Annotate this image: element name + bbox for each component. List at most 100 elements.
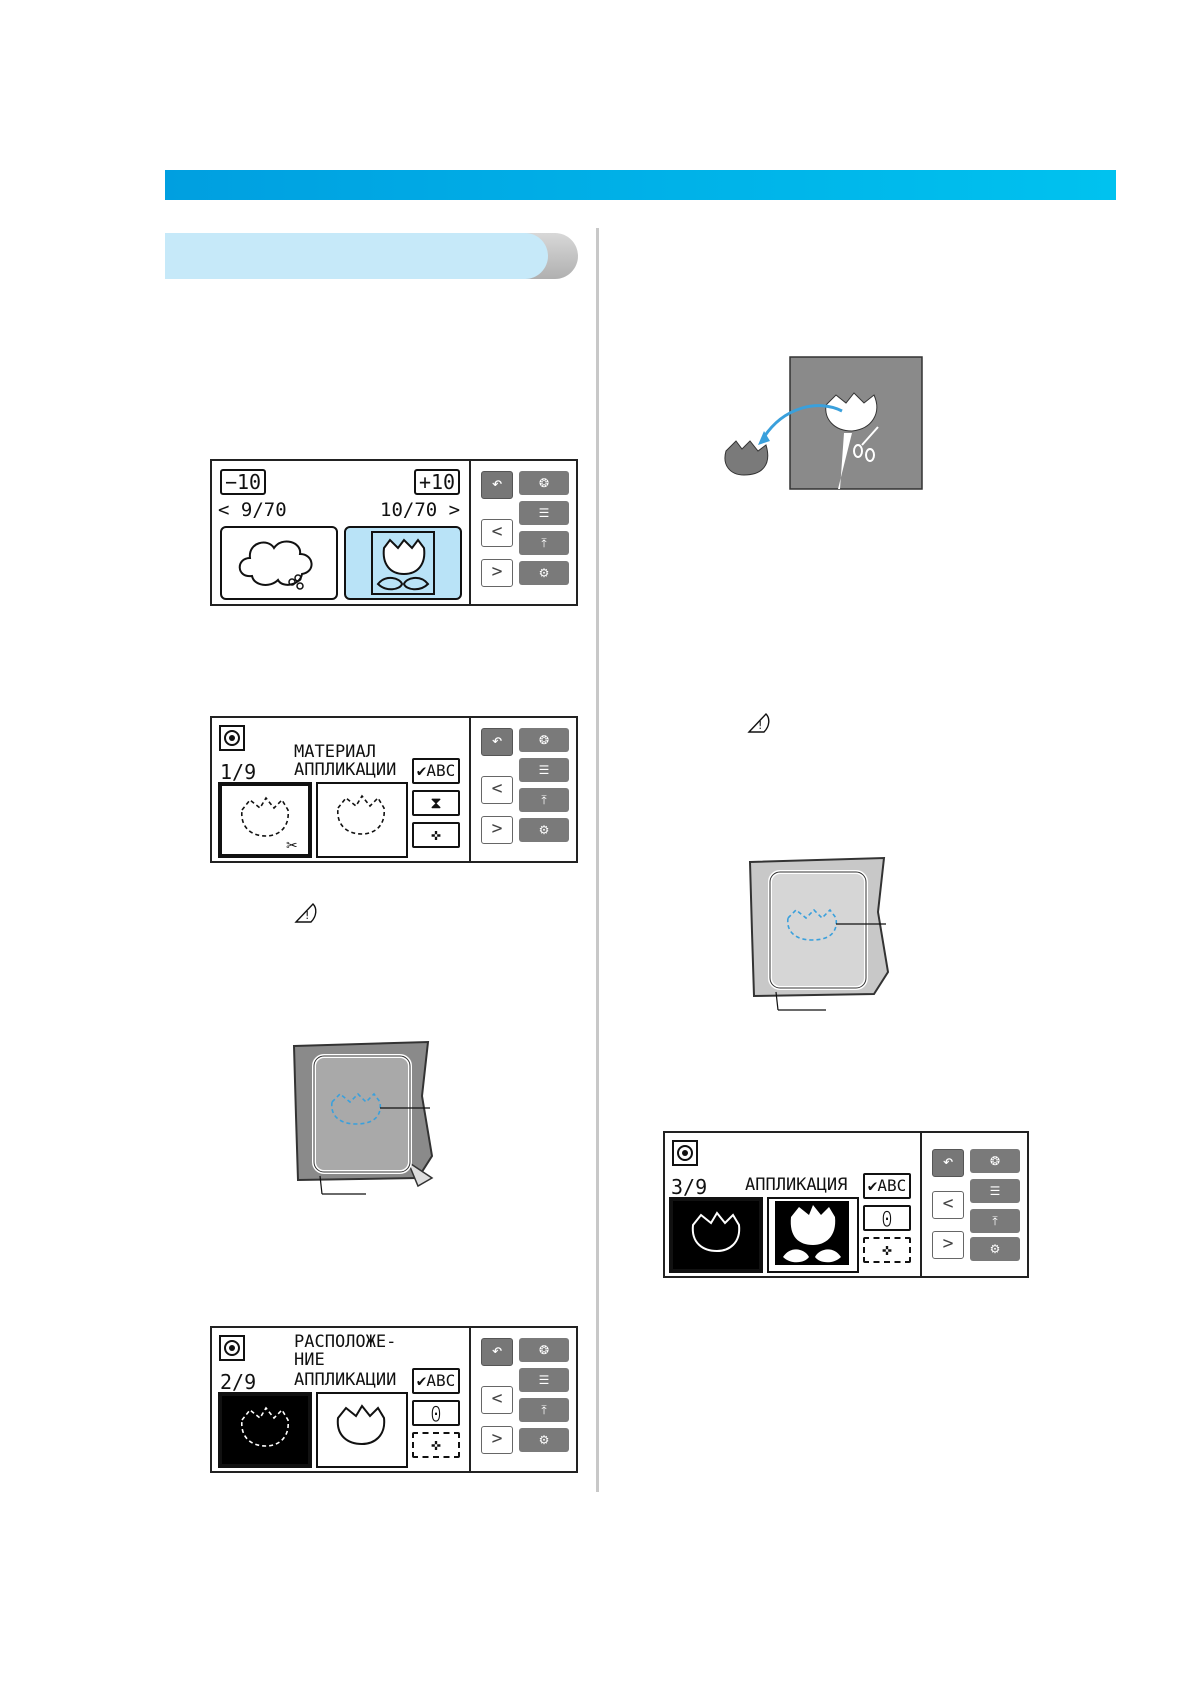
- memory-button[interactable]: ⤒: [970, 1209, 1020, 1233]
- lcd-screen-applique-position: 2/9 РАСПОЛОЖЕ- НИЕ АППЛИКАЦИИ ✔ABC ⨀ ✜ ↶…: [210, 1326, 578, 1473]
- stitch-mode-button[interactable]: ❂: [519, 1338, 569, 1362]
- lcd-screen-applique-sewing: 3/9 АППЛИКАЦИЯ ✔ABC ⨀ ✜ ↶ ❂ < ☰ ⤒ > ⚙: [663, 1131, 1029, 1278]
- side-panel: ↶ ❂ < ☰ ⤒ > ⚙: [469, 1328, 576, 1471]
- manual-icon: ☰: [538, 1373, 550, 1387]
- abc-check-button[interactable]: ✔ABC: [412, 1368, 460, 1394]
- manual-button[interactable]: ☰: [519, 1368, 569, 1392]
- move-icon: ✜: [431, 825, 441, 844]
- prev-page-counter: < 9/70: [218, 499, 287, 521]
- step-thumbnail-current[interactable]: ✂: [218, 782, 312, 858]
- screen-title-line1: АППЛИКАЦИЯ: [745, 1175, 848, 1195]
- back-arrow-icon: ↶: [491, 473, 503, 494]
- applique-logo-icon: [219, 1335, 245, 1361]
- move-icon: ✜: [882, 1240, 892, 1259]
- step-thumbnail-preview[interactable]: [316, 1392, 408, 1468]
- scissors-icon: [288, 574, 304, 590]
- move-frame-button[interactable]: ✜: [412, 822, 460, 848]
- sewing-machine-button[interactable]: ⚙: [519, 1428, 569, 1452]
- tulip-outline-icon: [337, 794, 385, 835]
- pattern-10-thumbnail[interactable]: [344, 526, 462, 600]
- abc-check-button[interactable]: ✔ABC: [412, 758, 460, 784]
- prev-button[interactable]: <: [481, 776, 513, 804]
- stitch-mode-icon: ❂: [538, 1343, 550, 1357]
- next-button[interactable]: >: [481, 816, 513, 844]
- back-button[interactable]: ↶: [481, 1338, 513, 1366]
- memory-icon: ⤒: [541, 1403, 547, 1417]
- hoop-fabric-illustration-light: [748, 856, 890, 1011]
- tulip-filled-icon: [775, 1201, 849, 1265]
- back-button[interactable]: ↶: [481, 471, 513, 499]
- tulip-pattern-icon: [371, 531, 435, 595]
- tulip-outline-icon: [241, 1406, 289, 1447]
- stitch-mode-icon: ❂: [989, 1154, 1001, 1168]
- minus-10-button[interactable]: −10: [220, 469, 266, 495]
- plus-10-button[interactable]: +10: [414, 469, 460, 495]
- chapter-header-bar: [165, 170, 1116, 200]
- screen-title-line3: АППЛИКАЦИИ: [294, 1370, 397, 1390]
- side-panel: ↶ ❂ < ☰ ⤒ > ⚙: [920, 1133, 1027, 1276]
- screen-title-line2: АППЛИКАЦИИ: [294, 760, 397, 780]
- stitch-mode-button[interactable]: ❂: [519, 471, 569, 495]
- hoop-fabric-illustration: [292, 1040, 434, 1195]
- tulip-outline-icon: [691, 1211, 741, 1253]
- svg-text:✂: ✂: [286, 838, 298, 854]
- back-button[interactable]: ↶: [932, 1149, 964, 1177]
- prev-button[interactable]: <: [481, 1386, 513, 1414]
- step-thumbnail-preview[interactable]: [316, 782, 408, 858]
- needle-button[interactable]: ⨀: [412, 1400, 460, 1426]
- next-button[interactable]: >: [481, 559, 513, 587]
- warning-icon: !: [747, 712, 770, 733]
- manual-button[interactable]: ☰: [519, 501, 569, 525]
- page-counter: 3/9: [671, 1175, 708, 1199]
- manual-icon: ☰: [989, 1184, 1001, 1198]
- scissors-icon: [853, 426, 879, 462]
- page-counter: 1/9: [220, 760, 257, 784]
- screen-title-line2: НИЕ: [294, 1350, 325, 1370]
- memory-button[interactable]: ⤒: [519, 1398, 569, 1422]
- memory-icon: ⤒: [541, 536, 547, 550]
- back-button[interactable]: ↶: [481, 728, 513, 756]
- back-arrow-icon: ↶: [491, 730, 503, 751]
- back-arrow-icon: ↶: [491, 1340, 503, 1361]
- sewing-machine-button[interactable]: ⚙: [519, 818, 569, 842]
- next-button[interactable]: >: [481, 1426, 513, 1454]
- manual-button[interactable]: ☰: [519, 758, 569, 782]
- hourglass-button[interactable]: ⧗: [412, 790, 460, 816]
- memory-button[interactable]: ⤒: [519, 531, 569, 555]
- sewing-machine-icon: ⚙: [989, 1242, 1001, 1256]
- needle-icon: ⨀: [882, 1208, 892, 1227]
- step-thumbnail-current[interactable]: [218, 1392, 312, 1468]
- step-thumbnail-preview[interactable]: [767, 1197, 859, 1273]
- prev-button[interactable]: <: [481, 519, 513, 547]
- applique-logo-icon: [219, 725, 245, 751]
- sewing-machine-button[interactable]: ⚙: [519, 561, 569, 585]
- step-thumbnail-current[interactable]: [669, 1197, 763, 1273]
- lcd-screen-pattern-select: −10 +10 < 9/70 10/70 > ↶ ❂ < ☰ ⤒ > ⚙: [210, 459, 578, 606]
- memory-button[interactable]: ⤒: [519, 788, 569, 812]
- sewing-machine-button[interactable]: ⚙: [970, 1237, 1020, 1261]
- abc-check-button[interactable]: ✔ABC: [863, 1173, 911, 1199]
- next-button[interactable]: >: [932, 1231, 964, 1259]
- tulip-outline-icon: ✂: [241, 796, 298, 854]
- svg-text:!: !: [758, 719, 762, 732]
- needle-button[interactable]: ⨀: [863, 1205, 911, 1231]
- warning-icon: !: [294, 902, 317, 923]
- manual-button[interactable]: ☰: [970, 1179, 1020, 1203]
- section-tab: [165, 233, 578, 279]
- cloud-pattern-icon: [238, 540, 313, 590]
- move-frame-button[interactable]: ✜: [863, 1237, 911, 1263]
- svg-text:!: !: [305, 909, 309, 922]
- side-panel: ↶ ❂ < ☰ ⤒ > ⚙: [469, 461, 576, 604]
- prev-button[interactable]: <: [932, 1191, 964, 1219]
- page-counter: 2/9: [220, 1370, 257, 1394]
- stitch-mode-icon: ❂: [538, 733, 550, 747]
- stitch-mode-button[interactable]: ❂: [970, 1149, 1020, 1173]
- pattern-9-thumbnail[interactable]: [220, 526, 338, 600]
- stitch-mode-button[interactable]: ❂: [519, 728, 569, 752]
- screen-title-line1: РАСПОЛОЖЕ-: [294, 1332, 397, 1352]
- back-arrow-icon: ↶: [942, 1151, 954, 1172]
- lcd-screen-applique-material: 1/9 МАТЕРИАЛ АППЛИКАЦИИ ✂ ✔ABC ⧗ ✜ ↶ ❂ <…: [210, 716, 578, 863]
- move-icon: ✜: [431, 1435, 441, 1454]
- manual-icon: ☰: [538, 763, 550, 777]
- move-frame-button[interactable]: ✜: [412, 1432, 460, 1458]
